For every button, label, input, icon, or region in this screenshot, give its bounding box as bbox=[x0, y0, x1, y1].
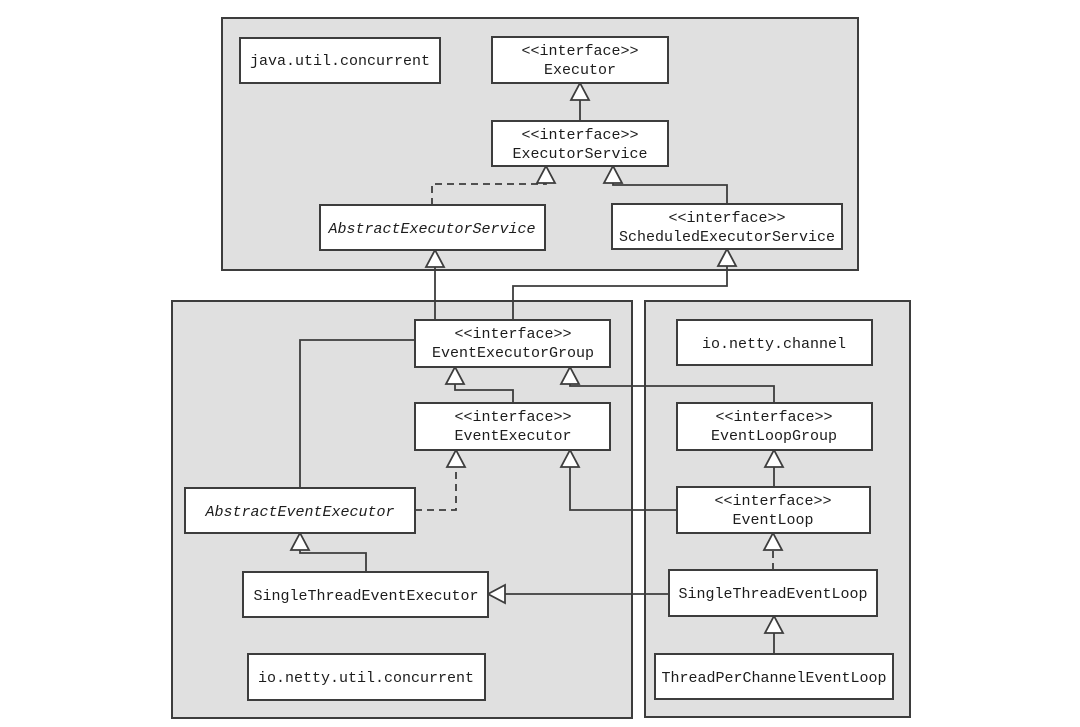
hollow-triangle-arrowhead-icon bbox=[445, 448, 467, 468]
class-box-rect bbox=[654, 653, 894, 700]
edge-abstracteventexecutor-extends-abstractexecutorservice bbox=[299, 248, 446, 488]
class-box-abstracteventexecutor: AbstractEventExecutor bbox=[184, 487, 416, 534]
class-name-label: EventExecutorGroup bbox=[432, 345, 594, 362]
class-box-rect bbox=[319, 204, 546, 251]
stereotype-label: <<interface>> bbox=[714, 493, 831, 510]
package-label-rect bbox=[676, 319, 873, 366]
class-box-abstractexecutorservice: AbstractExecutorService bbox=[319, 204, 546, 251]
hollow-triangle-arrowhead-icon bbox=[602, 164, 624, 184]
class-box-singlethreadeventexecutor: SingleThreadEventExecutor bbox=[242, 571, 489, 618]
edge-line bbox=[512, 266, 728, 320]
edge-singlethreadeventloop-implements-eventloop bbox=[762, 531, 784, 570]
package-label-text: java.util.concurrent bbox=[250, 53, 430, 70]
edge-line bbox=[454, 384, 514, 403]
class-box-executor: <<interface>> Executor bbox=[491, 36, 669, 84]
stereotype-label: <<interface>> bbox=[715, 409, 832, 426]
class-box-eventexecutor: <<interface>> EventExecutor bbox=[414, 402, 611, 451]
class-box-singlethreadeventloop: SingleThreadEventLoop bbox=[668, 569, 878, 617]
class-name-label: EventExecutor bbox=[454, 428, 571, 445]
edges bbox=[289, 81, 785, 654]
class-box-rect bbox=[611, 203, 843, 250]
package-label-rect bbox=[239, 37, 441, 84]
hollow-triangle-arrowhead-icon bbox=[559, 365, 581, 385]
edge-executorservice-extends-executor bbox=[569, 81, 591, 121]
hollow-triangle-arrowhead-icon bbox=[559, 448, 581, 468]
class-box-rect bbox=[491, 36, 669, 84]
class-box-eventloopgroup: <<interface>> EventLoopGroup bbox=[676, 402, 873, 451]
package-label-io-netty-channel: io.netty.channel bbox=[676, 319, 873, 366]
edge-eventloop-extends-eventloopgroup bbox=[763, 448, 785, 487]
edge-line bbox=[415, 467, 457, 511]
edge-eventexecutorgroup-extends-scheduledexecutorservice bbox=[512, 247, 738, 320]
hollow-triangle-arrowhead-icon bbox=[763, 614, 785, 634]
class-box-threadperchanneleventloop: ThreadPerChannelEventLoop bbox=[654, 653, 894, 700]
edge-singlethreadeventloop-extends-singlethreadeventexecutor bbox=[486, 583, 669, 605]
hollow-triangle-arrowhead-icon bbox=[424, 248, 446, 268]
class-nodes: <<interface>> Executor <<interface>> Exe… bbox=[184, 36, 894, 700]
class-name-label: ThreadPerChannelEventLoop bbox=[661, 670, 886, 687]
edge-abstractexecutorservice-implements-executorservice bbox=[431, 164, 557, 205]
class-name-label: EventLoopGroup bbox=[711, 428, 837, 445]
edge-singlethreadeventexecutor-extends-abstracteventexecutor bbox=[289, 531, 367, 572]
class-name-label: SingleThreadEventLoop bbox=[678, 586, 867, 603]
class-box-rect bbox=[242, 571, 489, 618]
class-box-executorservice: <<interface>> ExecutorService bbox=[491, 120, 669, 167]
class-box-eventloop: <<interface>> EventLoop bbox=[676, 486, 871, 534]
edge-line bbox=[612, 183, 728, 204]
edge-threadperchanneleventloop-extends-singlethreadeventloop bbox=[763, 614, 785, 654]
class-box-rect bbox=[414, 319, 611, 368]
class-box-rect bbox=[414, 402, 611, 451]
class-box-rect bbox=[184, 487, 416, 534]
edge-eventloop-extends-eventexecutor bbox=[559, 448, 677, 511]
package-label-text: io.netty.util.concurrent bbox=[258, 670, 474, 687]
edge-line bbox=[299, 550, 367, 572]
class-box-rect bbox=[491, 120, 669, 167]
edge-line bbox=[569, 467, 677, 511]
class-box-rect bbox=[676, 486, 871, 534]
stereotype-label: <<interface>> bbox=[521, 43, 638, 60]
edge-eventexecutor-extends-eventexecutorgroup bbox=[444, 365, 514, 403]
package-label-io-netty-util-concurrent: io.netty.util.concurrent bbox=[247, 653, 486, 701]
class-name-label: ScheduledExecutorService bbox=[619, 229, 835, 246]
class-box-rect bbox=[676, 402, 873, 451]
hollow-triangle-arrowhead-icon bbox=[716, 247, 738, 267]
edge-line bbox=[299, 267, 436, 488]
stereotype-label: <<interface>> bbox=[668, 210, 785, 227]
class-name-label: AbstractExecutorService bbox=[327, 221, 535, 238]
class-box-eventexecutorgroup: <<interface>> EventExecutorGroup bbox=[414, 319, 611, 368]
class-name-label: EventLoop bbox=[732, 512, 813, 529]
hollow-triangle-arrowhead-icon bbox=[535, 164, 557, 184]
hollow-triangle-arrowhead-icon bbox=[763, 448, 785, 468]
hollow-triangle-arrowhead-icon bbox=[762, 531, 784, 551]
stereotype-label: <<interface>> bbox=[454, 326, 571, 343]
package-label-rect bbox=[247, 653, 486, 701]
hollow-triangle-arrowhead-icon bbox=[444, 365, 466, 385]
edge-eventloopgroup-extends-eventexecutorgroup bbox=[559, 365, 775, 403]
package-label-text: io.netty.channel bbox=[702, 336, 846, 353]
class-name-label: AbstractEventExecutor bbox=[204, 504, 394, 521]
stereotype-label: <<interface>> bbox=[521, 127, 638, 144]
class-box-rect bbox=[668, 569, 878, 617]
package-label-java-util-concurrent: java.util.concurrent bbox=[239, 37, 441, 84]
hollow-triangle-arrowhead-icon bbox=[486, 583, 506, 605]
hollow-triangle-arrowhead-icon bbox=[569, 81, 591, 101]
class-name-label: SingleThreadEventExecutor bbox=[253, 588, 478, 605]
edge-abstracteventexecutor-implements-eventexecutor bbox=[415, 448, 467, 511]
class-name-label: ExecutorService bbox=[512, 146, 647, 163]
edge-line bbox=[569, 384, 775, 403]
class-box-scheduledexecutorservice: <<interface>> ScheduledExecutorService bbox=[611, 203, 843, 250]
class-name-label: Executor bbox=[544, 62, 616, 79]
stereotype-label: <<interface>> bbox=[454, 409, 571, 426]
package-labels: java.util.concurrent io.netty.util.concu… bbox=[239, 37, 873, 701]
hollow-triangle-arrowhead-icon bbox=[289, 531, 311, 551]
edge-scheduledexecutorservice-extends-executorservice bbox=[602, 164, 728, 204]
